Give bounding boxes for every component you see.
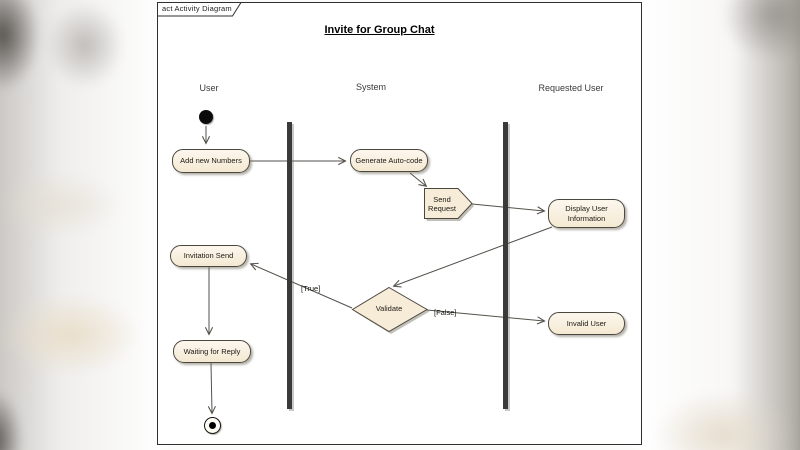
blurred-background-right (638, 0, 800, 450)
send-request-label: Send Request (428, 194, 456, 213)
final-node-dot-icon (209, 422, 216, 429)
action-node-waiting-for-reply[interactable]: Waiting for Reply (173, 340, 251, 363)
guard-label-false: [False] (434, 308, 457, 317)
initial-node[interactable] (199, 110, 213, 124)
action-node-display-user-information[interactable]: Display User Information (548, 199, 625, 228)
validate-label: Validate (375, 304, 403, 314)
guard-label-true: [True] (301, 284, 321, 293)
action-node-invitation-send[interactable]: Invitation Send (170, 245, 247, 267)
action-node-generate-auto-code[interactable]: Generate Auto-code (350, 149, 428, 172)
frame-tab-label: act Activity Diagram (162, 4, 232, 13)
action-node-add-new-numbers[interactable]: Add new Numbers (172, 149, 250, 173)
lane-header-requested-user: Requested User (538, 83, 604, 93)
blurred-background-left (0, 0, 165, 450)
action-node-invalid-user[interactable]: Invalid User (548, 312, 625, 335)
lane-header-user: User (199, 83, 219, 93)
lane-header-system: System (355, 82, 386, 92)
diagram-title: Invite for Group Chat (324, 24, 435, 36)
activity-final-node[interactable] (204, 417, 221, 434)
decision-node-validate[interactable] (351, 286, 428, 333)
send-signal-node-send-request[interactable] (424, 188, 473, 219)
